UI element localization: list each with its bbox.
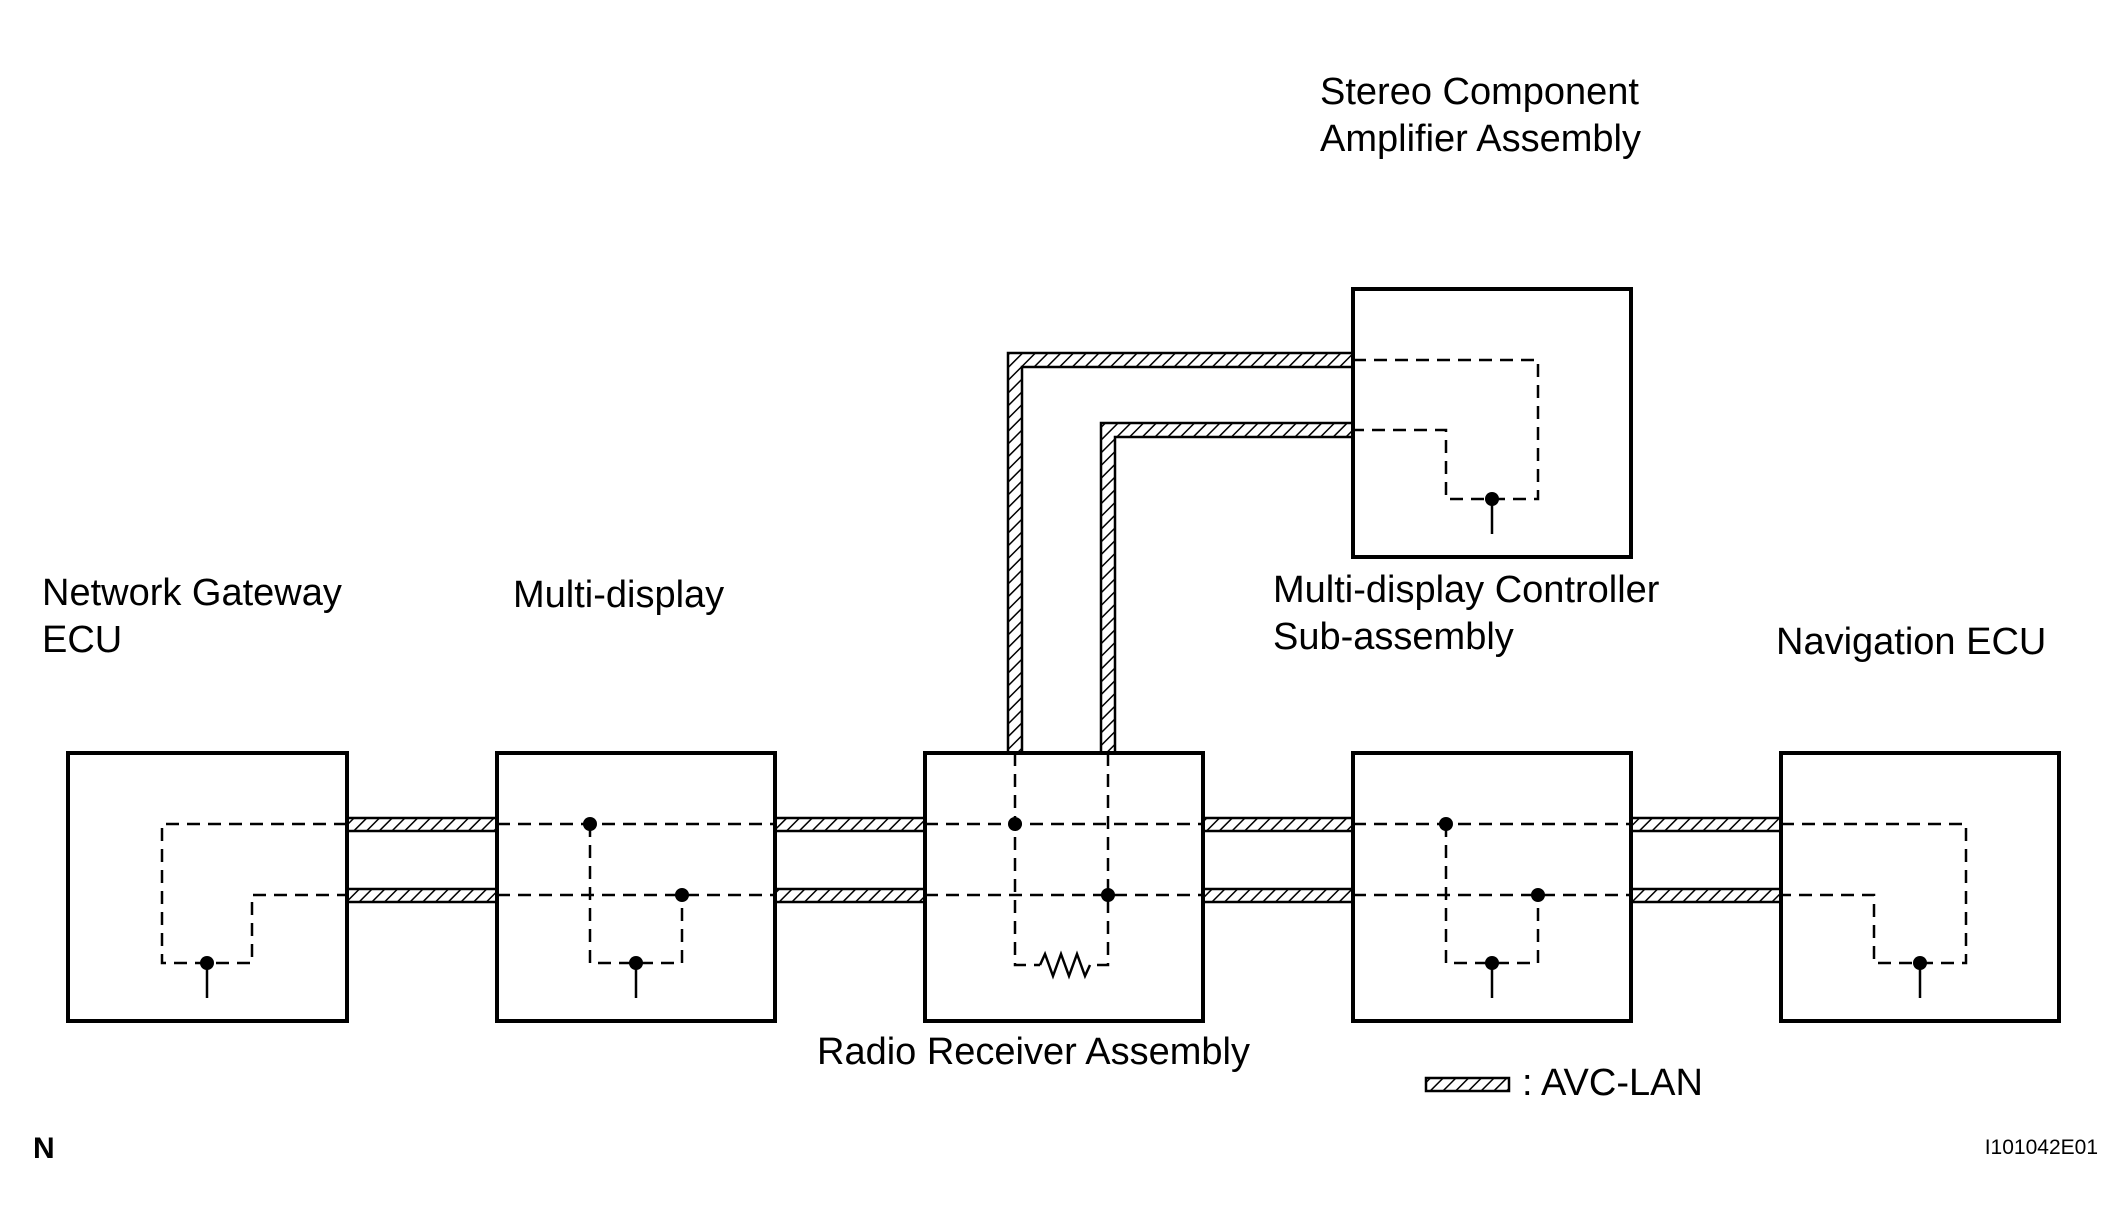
cable-gateway-multidisplay-lower <box>345 887 499 904</box>
multi-display-controller-label-line2: Sub-assembly <box>1273 616 1514 658</box>
multi-display-controller-label: Multi-display Controller Sub-assembly <box>1273 569 1670 658</box>
legend-text: : AVC-LAN <box>1522 1062 1703 1104</box>
navigation-ecu-label: Navigation ECU <box>1776 621 2046 663</box>
junction-dot <box>1101 888 1115 902</box>
network-gateway-ecu-label-line1: Network Gateway <box>42 572 342 614</box>
cable-multidisplay-radio-upper <box>773 816 927 833</box>
cable-controller-navigation-lower <box>1629 887 1783 904</box>
multi-display <box>495 751 777 1023</box>
cable-gateway-multidisplay-upper <box>345 816 499 833</box>
radio-receiver-assembly <box>923 751 1205 1023</box>
legend: : AVC-LAN <box>1424 1062 1703 1104</box>
internal-wire <box>1444 824 1540 965</box>
network-gateway-ecu-label: Network Gateway ECU <box>42 572 352 661</box>
junction-dot <box>1485 492 1499 506</box>
cable-radio-controller-upper <box>1201 816 1355 833</box>
network-gateway-ecu-box <box>66 751 349 1023</box>
stereo-component-amplifier-label-line1: Stereo Component <box>1320 71 1639 113</box>
multi-display-label: Multi-display <box>513 574 724 616</box>
multi-display-controller <box>1351 751 1633 1023</box>
network-gateway-ecu <box>66 751 349 1023</box>
cable-radio-controller-lower <box>1201 887 1355 904</box>
network-gateway-ecu-label-line2: ECU <box>42 619 122 661</box>
radio-receiver-assembly-label: Radio Receiver Assembly <box>817 1031 1250 1073</box>
junction-dot <box>583 817 597 831</box>
radio-receiver-assembly-label-line1: Radio Receiver Assembly <box>817 1031 1250 1073</box>
multi-display-label-line1: Multi-display <box>513 574 724 616</box>
figure-code: I101042E01 <box>1985 1136 2098 1159</box>
internal-wire-right <box>1090 753 1110 967</box>
junction-dot <box>200 956 214 970</box>
hatched-cable-icon <box>1424 1076 1511 1093</box>
radio-receiver-assembly-box <box>923 751 1205 1023</box>
junction-dot <box>1913 956 1927 970</box>
junction-dot <box>1439 817 1453 831</box>
cable-radio-amplifier-outer <box>1006 351 1355 755</box>
junction-dot <box>629 956 643 970</box>
multi-display-controller-label-line1: Multi-display Controller <box>1273 569 1660 611</box>
navigation-ecu-label-line1: Navigation ECU <box>1776 621 2046 663</box>
navigation-ecu <box>1779 751 2061 1023</box>
junction-dot <box>1531 888 1545 902</box>
corner-mark: N <box>33 1132 55 1165</box>
cable-multidisplay-radio-lower <box>773 887 927 904</box>
stereo-component-amplifier <box>1351 287 1633 559</box>
internal-wire <box>588 824 684 965</box>
stereo-component-amplifier-label: Stereo Component Amplifier Assembly <box>1320 71 1650 160</box>
resistor-icon <box>1038 950 1092 980</box>
junction-dot <box>1008 817 1022 831</box>
stereo-component-amplifier-label-line2: Amplifier Assembly <box>1320 118 1641 160</box>
junction-dot <box>1485 956 1499 970</box>
junction-dot <box>675 888 689 902</box>
cable-controller-navigation-upper <box>1629 816 1783 833</box>
